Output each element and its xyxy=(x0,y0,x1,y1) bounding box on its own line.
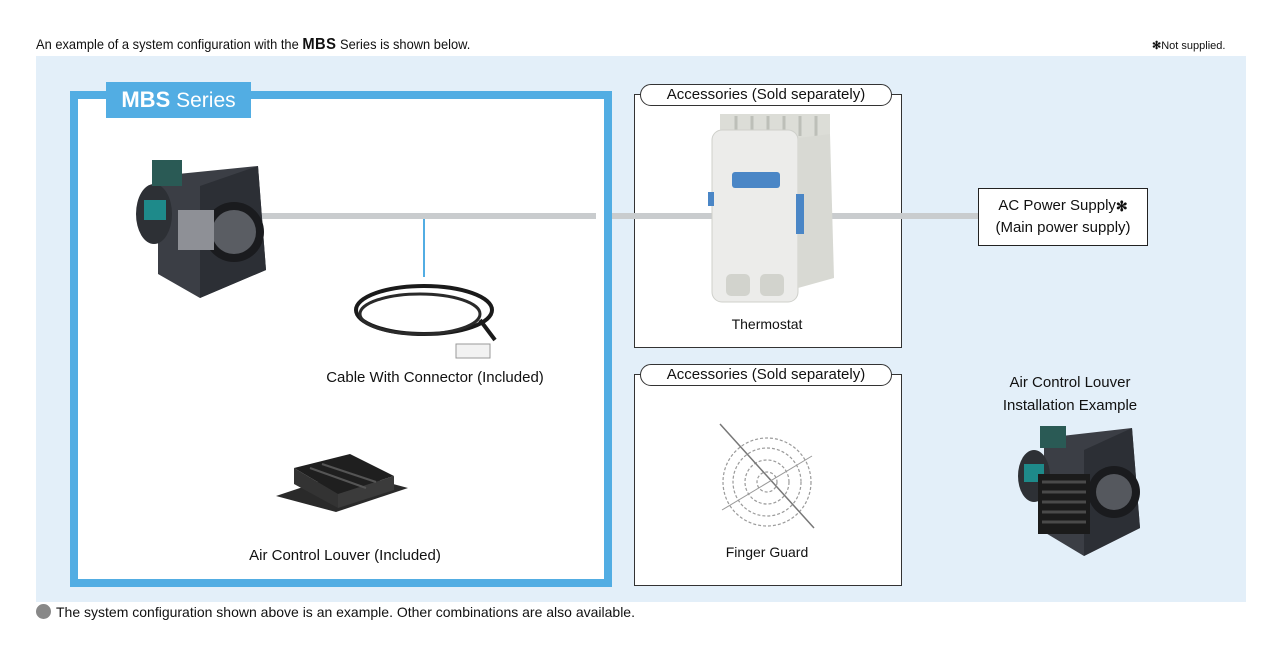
example-line2: Installation Example xyxy=(1002,397,1138,414)
cable-image xyxy=(354,284,497,359)
intro-text: An example of a system configuration wit… xyxy=(36,36,470,54)
bullet-icon xyxy=(36,604,51,619)
power-sublabel: (Main power supply) xyxy=(995,219,1131,236)
connector-through-thermostat xyxy=(634,213,718,219)
main-connector-line xyxy=(262,213,980,219)
cable-branch-inner xyxy=(423,219,425,277)
installation-example-image xyxy=(1018,426,1140,556)
note-text: Not supplied. xyxy=(1161,40,1226,52)
intro-brand: MBS xyxy=(302,36,337,53)
connector-segment-inner xyxy=(262,213,596,219)
finger-guard-accessory-tab: Accessories (Sold separately) xyxy=(640,364,892,386)
intro-after: Series is shown below. xyxy=(336,36,471,52)
thermostat-accessory-tab: Accessories (Sold separately) xyxy=(640,84,892,106)
footer-note: The system configuration shown above is … xyxy=(36,604,635,620)
power-line1: AC Power Supply✻ xyxy=(979,195,1147,217)
installation-example-label: Air Control Louver Installation Example xyxy=(960,371,1180,417)
cable-label: Cable With Connector (Included) xyxy=(326,369,544,386)
footer-text: The system configuration shown above is … xyxy=(56,604,635,620)
thermostat-image xyxy=(708,114,834,303)
finger-guard-image xyxy=(719,423,815,529)
finger-guard-label: Finger Guard xyxy=(725,544,809,560)
thermostat-label: Thermostat xyxy=(731,316,803,332)
louver-label: Air Control Louver (Included) xyxy=(249,547,441,564)
power-label: AC Power Supply xyxy=(998,197,1116,214)
mbs-series-title: MBS Series xyxy=(106,82,251,118)
connector-after-thermostat xyxy=(832,213,978,219)
not-supplied-note: ✻Not supplied. xyxy=(1152,39,1225,52)
louver-image xyxy=(276,454,408,512)
ac-power-supply-box: AC Power Supply✻ (Main power supply) xyxy=(978,188,1148,246)
example-line1: Air Control Louver xyxy=(1009,374,1131,391)
intro-before: An example of a system configuration wit… xyxy=(36,36,303,52)
series-brand: MBS xyxy=(121,87,171,112)
asterisk-icon: ✻ xyxy=(1152,40,1162,52)
asterisk-icon: ✻ xyxy=(1115,198,1128,214)
series-word: Series xyxy=(176,89,236,112)
blower-fan-image xyxy=(136,160,266,298)
